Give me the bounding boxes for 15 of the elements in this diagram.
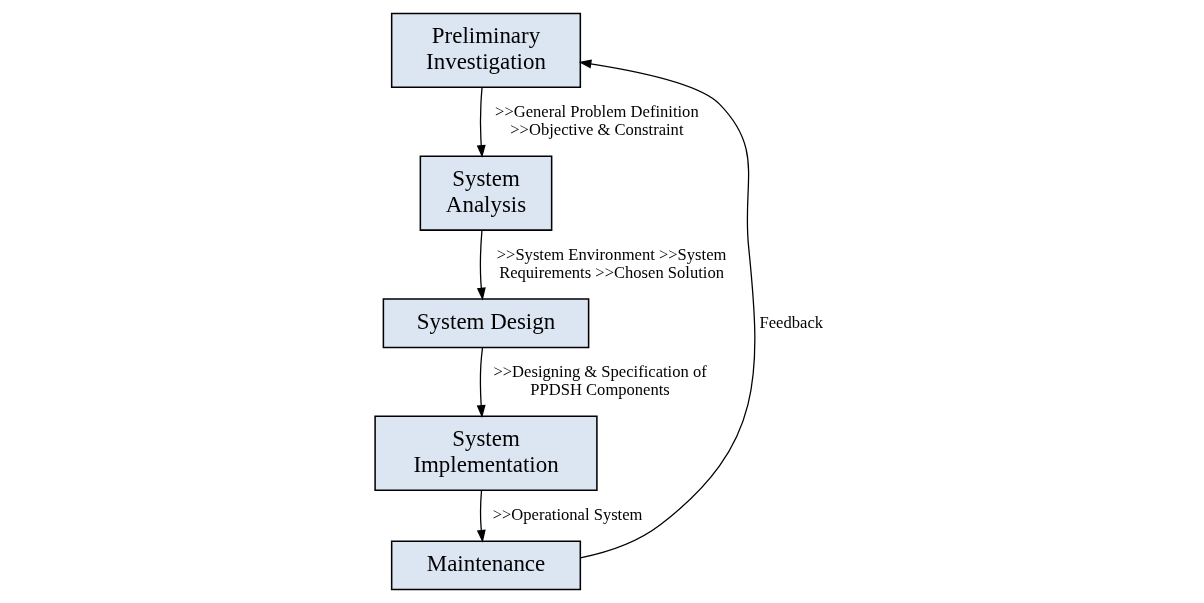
arrow: [476, 86, 486, 158]
arrow: [578, 59, 756, 559]
edge-label: >>System Environment >>System Requirements >>Chosen Solution: [496, 244, 727, 282]
arrow: [476, 229, 486, 301]
node-box: System Analysis: [419, 155, 553, 231]
edge-label: Feedback: [759, 312, 824, 332]
edge-label: >>General Problem Definition >>Objective & Constraint: [495, 102, 699, 140]
arrow: [476, 489, 486, 543]
node-box: Preliminary Investigation: [390, 12, 582, 89]
arrow: [476, 347, 486, 418]
edge-label: >>Operational System: [492, 504, 643, 524]
node-box: System Design: [382, 298, 590, 349]
edge-label: >>Designing & Specification of PPDSH Components: [493, 362, 707, 400]
node-box: Maintenance: [390, 540, 582, 591]
node-box: System Implementation: [374, 415, 598, 491]
